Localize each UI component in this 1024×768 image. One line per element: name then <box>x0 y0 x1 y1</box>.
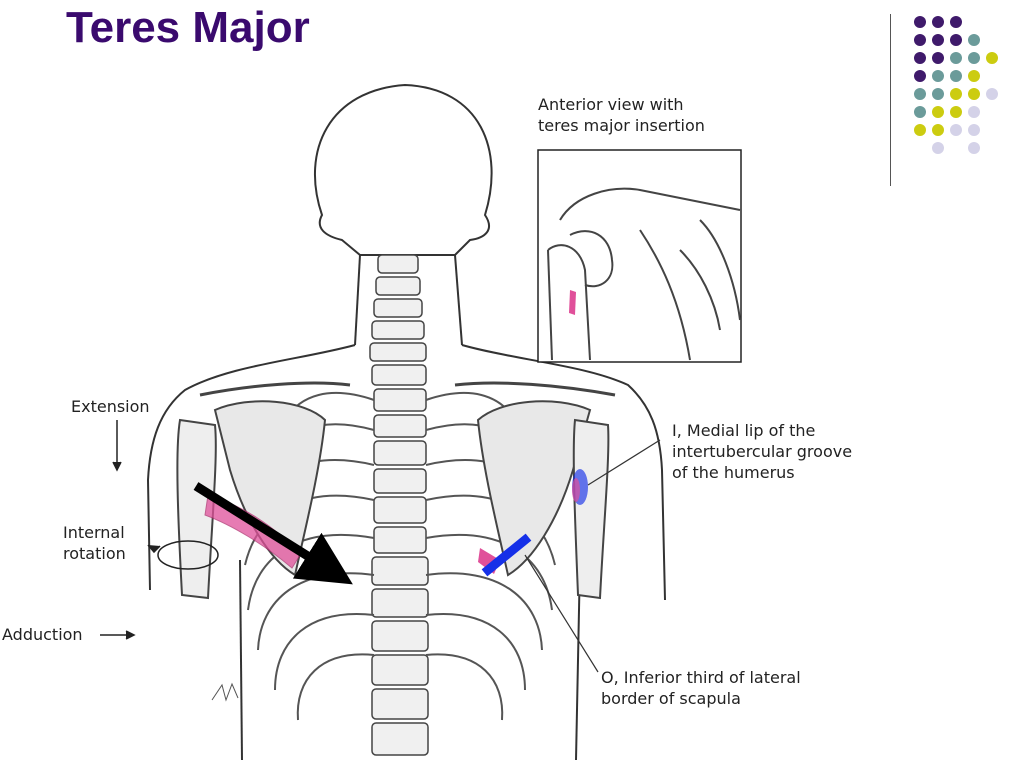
internal-rotation-label: Internal rotation <box>63 523 126 563</box>
anterior-view-label: Anterior view with teres major insertion <box>538 95 705 135</box>
arrow-icon <box>193 482 353 585</box>
inset-shoulder-drawing <box>547 187 741 361</box>
insertion-label: I, Medial lip of the intertubercular gro… <box>672 421 853 482</box>
adduction-label: Adduction <box>2 625 83 644</box>
divider-line <box>890 14 891 186</box>
leader-lines <box>524 439 661 673</box>
teres-major-insertion-muscle <box>572 478 580 502</box>
anterior-view-inset <box>537 149 742 363</box>
dot-grid-decoration <box>914 16 998 154</box>
movement-arrows <box>100 420 219 640</box>
dot-grid-icon <box>914 16 998 154</box>
inset-insertion-muscle <box>569 290 576 315</box>
spine <box>369 254 429 756</box>
slide-title: Teres Major <box>66 3 310 52</box>
scapulae <box>213 400 592 577</box>
artist-signature <box>211 682 239 702</box>
extension-label: Extension <box>71 397 150 416</box>
teres-major-muscle-left <box>204 494 301 569</box>
teres-major-origin-highlight <box>481 533 532 577</box>
humeri <box>176 418 610 600</box>
origin-label: O, Inferior third of lateral border of s… <box>601 668 801 708</box>
clavicles <box>199 381 616 397</box>
